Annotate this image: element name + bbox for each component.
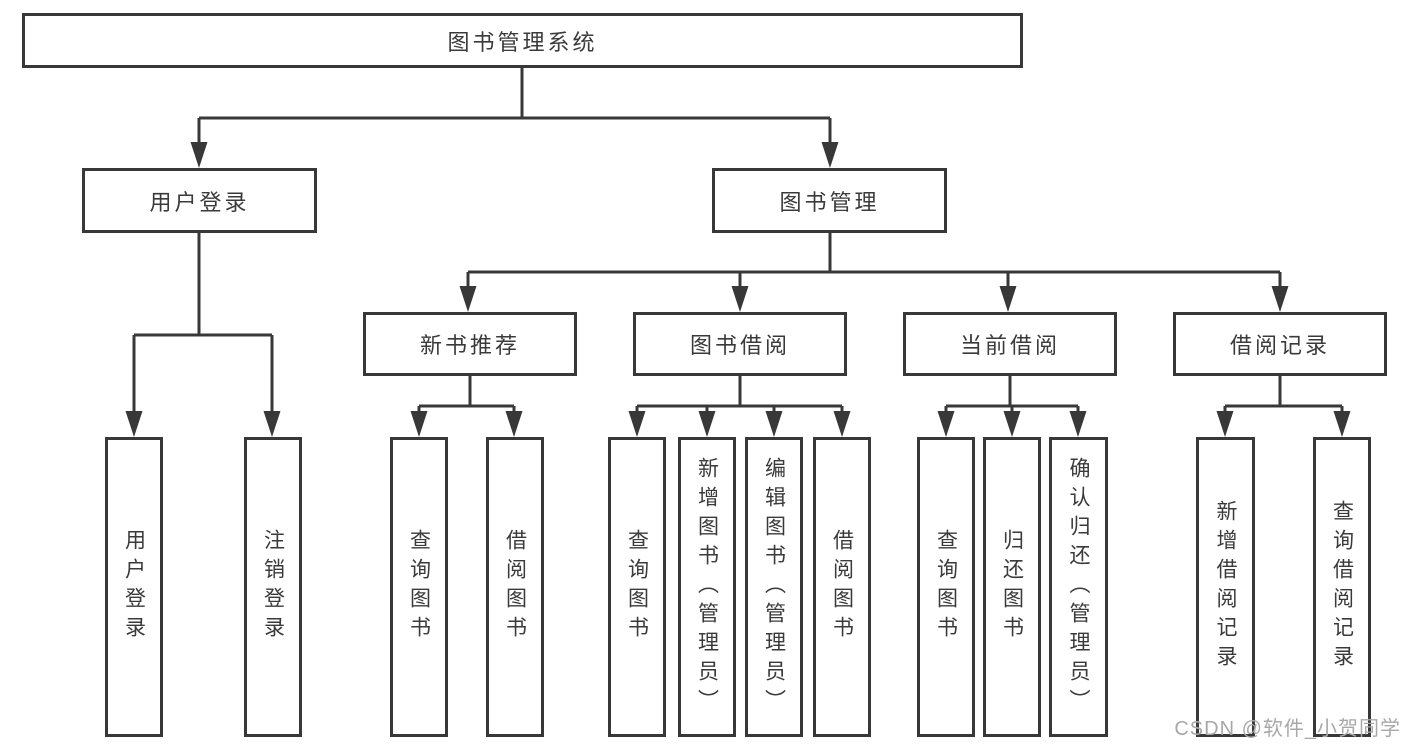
node-add-book-admin: 新增图书（管理员） — [678, 437, 736, 737]
node-confirm-return-admin: 确认归还（管理员） — [1049, 437, 1108, 737]
node-label: 新增图书（管理员） — [695, 456, 719, 718]
node-borrow-book: 借阅图书 — [813, 437, 871, 737]
node-query-books-recommend: 查询图书 — [390, 437, 448, 737]
node-book-borrowing: 图书借阅 — [633, 312, 847, 376]
node-label: 用户登录 — [149, 189, 250, 215]
node-label: 注销登录 — [261, 529, 285, 645]
connector-root-to-level2 — [197, 68, 832, 150]
node-label: 查询图书 — [407, 529, 431, 645]
node-new-book-recommendation: 新书推荐 — [363, 312, 577, 376]
node-borrow-book-recommend: 借阅图书 — [486, 437, 544, 737]
node-label: 编辑图书（管理员） — [762, 456, 786, 718]
node-book-management: 图书管理 — [712, 168, 947, 233]
connector-userlogin-children — [132, 233, 274, 419]
connector-records-children — [1223, 376, 1344, 421]
node-borrowing-records: 借阅记录 — [1173, 312, 1387, 376]
connector-borrow-children — [635, 376, 844, 421]
node-label: 借阅图书 — [503, 529, 527, 645]
node-edit-book-admin: 编辑图书（管理员） — [745, 437, 803, 737]
node-label: 新书推荐 — [419, 333, 520, 358]
node-label: 当前借阅 — [959, 333, 1060, 358]
node-label: 查询借阅记录 — [1330, 500, 1354, 674]
node-query-borrow-record: 查询借阅记录 — [1313, 437, 1371, 737]
connector-newbook-children — [417, 376, 516, 421]
node-label: 确认归还（管理员） — [1067, 456, 1090, 718]
node-query-books-current: 查询图书 — [917, 437, 975, 737]
node-current-borrowing: 当前借阅 — [903, 312, 1117, 376]
node-label: 归还图书 — [1000, 529, 1024, 645]
node-label: 图书管理 — [779, 189, 880, 215]
csdn-watermark: CSDN @软件_小贺同学 — [1174, 718, 1401, 740]
node-return-book: 归还图书 — [983, 437, 1041, 737]
node-user-login: 用户登录 — [82, 168, 317, 233]
node-logout: 注销登录 — [244, 437, 302, 737]
arrowhead-icons — [125, 142, 1351, 437]
node-query-books-borrow: 查询图书 — [608, 437, 666, 737]
node-label: 新增借阅记录 — [1214, 500, 1237, 674]
node-label: 查询图书 — [934, 529, 958, 645]
node-label: 图书管理系统 — [447, 29, 598, 55]
node-label: 借阅记录 — [1229, 333, 1330, 358]
connector-bookmgmt-to-level3 — [466, 233, 1282, 294]
node-add-borrow-record: 新增借阅记录 — [1196, 437, 1255, 737]
node-user-login-action: 用户登录 — [105, 437, 163, 737]
node-label: 查询图书 — [625, 529, 649, 645]
node-library-management-system: 图书管理系统 — [22, 13, 1023, 68]
node-label: 图书借阅 — [689, 333, 790, 358]
node-label: 用户登录 — [122, 529, 146, 645]
node-label: 借阅图书 — [830, 529, 854, 645]
